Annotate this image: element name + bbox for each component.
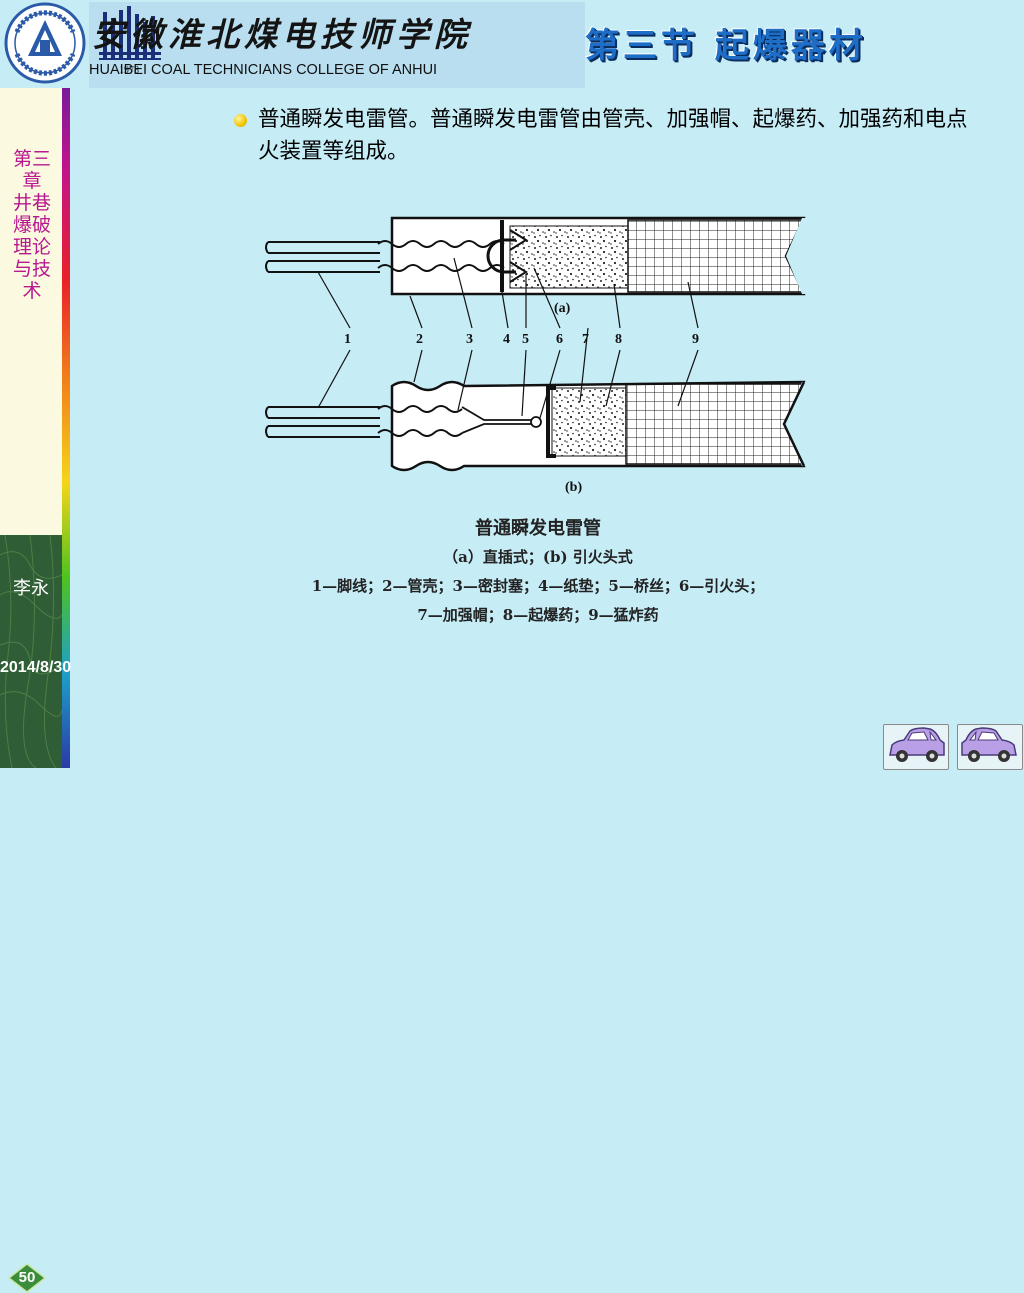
part-number-4: 4 — [503, 332, 510, 347]
part-number-1: 1 — [344, 332, 351, 347]
author-name: 李永 — [13, 578, 49, 599]
part-number-7: 7 — [582, 332, 589, 347]
figure-label-a: (a) — [554, 301, 571, 316]
caption-subtitle: （a）直插式；(b) 引火头式 — [443, 548, 633, 566]
prev-slide-button[interactable] — [883, 724, 949, 770]
caption-title: 普通瞬发电雷管 — [475, 518, 601, 539]
figure-label-b: (b) — [565, 480, 582, 495]
bullet-icon — [234, 114, 247, 127]
part-number-3: 3 — [466, 332, 473, 347]
page-number: 50 — [18, 1269, 36, 1286]
founding-year: 1978 — [119, 65, 139, 76]
detonator-diagram: (a) 1 2 3 4 5 6 7 8 9 (b) — [265, 216, 806, 495]
slide-date: 2014/8/30 — [0, 659, 72, 676]
caption-legend-line-1: 1—脚线；2—管壳；3—密封塞；4—纸垫；5—桥丝；6—引火头； — [311, 577, 765, 595]
detonator-a — [265, 216, 806, 296]
body-paragraph: 普通瞬发电雷管。普通瞬发电雷管由管壳、加强帽、起爆药、加强药和电点火装置等组成。 — [258, 107, 968, 164]
part-number-6: 6 — [556, 332, 563, 347]
part-number-5: 5 — [522, 332, 529, 347]
college-name-cn: 安徽淮北煤电技师学院 — [92, 15, 472, 54]
college-name-en: HUAIBEI COAL TECHNICIANS COLLEGE OF ANHU… — [89, 62, 438, 78]
header: 1978 安徽淮北煤电技师学院 HUAIBEI COAL TECHNICIANS… — [0, 0, 1024, 88]
sidebar-footer: 50 — [0, 535, 62, 1293]
leader-lines — [317, 257, 699, 419]
figure-caption: 普通瞬发电雷管 （a）直插式；(b) 引火头式 1—脚线；2—管壳；3—密封塞；… — [258, 515, 818, 630]
detonator-b — [265, 380, 806, 472]
next-slide-button[interactable] — [957, 724, 1023, 770]
chapter-title: 第三章 井巷爆破理论与技术 — [12, 148, 61, 302]
part-number-2: 2 — [416, 332, 423, 347]
car-icon — [961, 727, 1017, 762]
part-number-9: 9 — [692, 332, 699, 347]
college-banner: 1978 — [89, 2, 585, 88]
college-emblem — [4, 2, 86, 84]
page-number-badge: 50 — [8, 1263, 46, 1293]
rainbow-divider — [62, 88, 70, 768]
section-title: 第三节 起爆器材 — [585, 26, 867, 66]
car-icon — [889, 727, 945, 762]
caption-legend-line-2: 7—加强帽；8—起爆药；9—猛炸药 — [417, 606, 659, 624]
part-number-8: 8 — [615, 332, 622, 347]
